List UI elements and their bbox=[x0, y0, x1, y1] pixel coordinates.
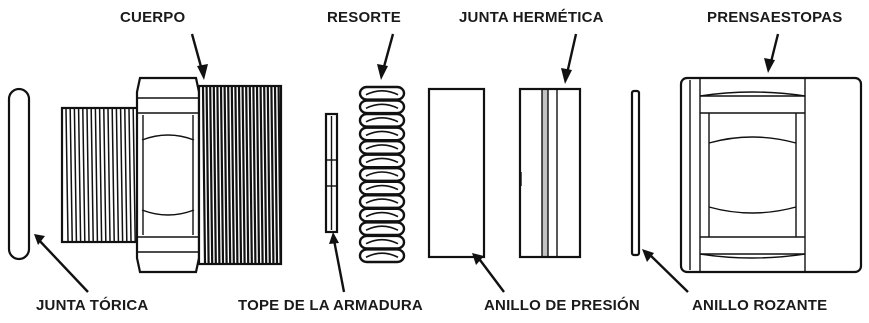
spring-coil bbox=[358, 167, 406, 182]
o-ring-part bbox=[7, 87, 31, 261]
spring-coil bbox=[358, 194, 406, 210]
thread-line bbox=[86, 108, 90, 242]
spring-coil bbox=[358, 180, 406, 196]
spring-coil bbox=[358, 221, 406, 237]
spring-coil bbox=[358, 153, 406, 169]
armour-stop-part bbox=[324, 112, 339, 234]
thread-line bbox=[255, 86, 261, 264]
spring-coil bbox=[358, 234, 406, 250]
spring-coil-inner bbox=[365, 171, 399, 177]
label-junta-torica: JUNTA TÓRICA bbox=[36, 297, 149, 314]
body-right-thread bbox=[197, 84, 283, 266]
thread-line bbox=[273, 86, 279, 264]
thread-line bbox=[216, 86, 221, 264]
gland-nut-part bbox=[679, 76, 863, 274]
spring-coil-inner bbox=[365, 144, 399, 150]
thread-line bbox=[266, 86, 271, 264]
spring-coil bbox=[358, 207, 406, 223]
spring-part bbox=[358, 85, 406, 264]
label-anillo-presion: ANILLO DE PRESIÓN bbox=[484, 297, 640, 314]
spring-coil-inner bbox=[365, 252, 399, 258]
spring-coil bbox=[358, 248, 406, 264]
pressure-ring-part bbox=[427, 87, 486, 259]
thread-line bbox=[230, 86, 235, 264]
thread-line bbox=[132, 108, 136, 242]
label-junta-hermetica: JUNTA HERMÉTICA bbox=[459, 9, 604, 26]
spring-coil bbox=[358, 139, 406, 155]
label-anillo-rozante: ANILLO ROZANTE bbox=[692, 297, 828, 314]
spring-coil-inner bbox=[365, 117, 399, 123]
thread-line bbox=[259, 86, 264, 264]
thread-line bbox=[107, 108, 111, 242]
spring-coil-inner bbox=[365, 103, 399, 110]
thread-line bbox=[103, 108, 107, 242]
spring-coil-inner bbox=[365, 130, 399, 137]
thread-line bbox=[212, 86, 217, 264]
thread-line bbox=[115, 108, 120, 242]
thread-line bbox=[241, 86, 246, 264]
thread-line bbox=[270, 86, 275, 264]
body-left-thread bbox=[60, 106, 144, 244]
thread-line bbox=[77, 108, 82, 242]
thread-line bbox=[90, 108, 94, 242]
thread-line bbox=[252, 86, 257, 264]
thread-line bbox=[248, 86, 253, 264]
thread-line bbox=[227, 86, 232, 264]
thread-line bbox=[209, 86, 214, 264]
thread-line bbox=[237, 86, 243, 264]
label-resorte: RESORTE bbox=[327, 9, 401, 26]
thread-line bbox=[111, 108, 115, 242]
spring-coil-inner bbox=[365, 89, 399, 96]
thread-line bbox=[219, 86, 225, 264]
thread-line bbox=[277, 86, 282, 264]
thread-line bbox=[245, 86, 250, 264]
spring-coil-inner bbox=[365, 211, 399, 218]
spring-coil bbox=[358, 126, 406, 142]
thread-line bbox=[82, 108, 86, 242]
seal-part bbox=[518, 87, 582, 259]
label-prensaestopas: PRENSAESTOPAS bbox=[707, 9, 843, 26]
thread-line bbox=[65, 108, 69, 242]
spring-coil-inner bbox=[365, 225, 399, 231]
spring-coil bbox=[358, 85, 406, 101]
spring-coil-inner bbox=[365, 157, 399, 164]
thread-line bbox=[69, 108, 73, 242]
body-part bbox=[60, 76, 283, 274]
thread-line bbox=[234, 86, 239, 264]
spring-coil-inner bbox=[365, 184, 399, 191]
body-hex-nut bbox=[135, 76, 201, 274]
thread-line bbox=[223, 86, 228, 264]
spring-coil-inner bbox=[365, 198, 399, 204]
thread-line bbox=[124, 108, 128, 242]
spring-coil bbox=[358, 112, 406, 128]
thread-line bbox=[205, 86, 210, 264]
label-tope-armadura: TOPE DE LA ARMADURA bbox=[238, 297, 423, 314]
thread-line bbox=[201, 86, 207, 264]
spring-coil bbox=[358, 99, 406, 115]
friction-ring-part bbox=[630, 89, 641, 257]
thread-line bbox=[94, 108, 99, 242]
thread-line bbox=[73, 108, 78, 242]
leader-arrows bbox=[34, 33, 780, 293]
thread-line bbox=[98, 108, 103, 242]
label-cuerpo: CUERPO bbox=[120, 9, 186, 26]
spring-coil-inner bbox=[365, 238, 399, 245]
thread-line bbox=[128, 108, 132, 242]
thread-line bbox=[263, 86, 268, 264]
thread-line bbox=[119, 108, 124, 242]
